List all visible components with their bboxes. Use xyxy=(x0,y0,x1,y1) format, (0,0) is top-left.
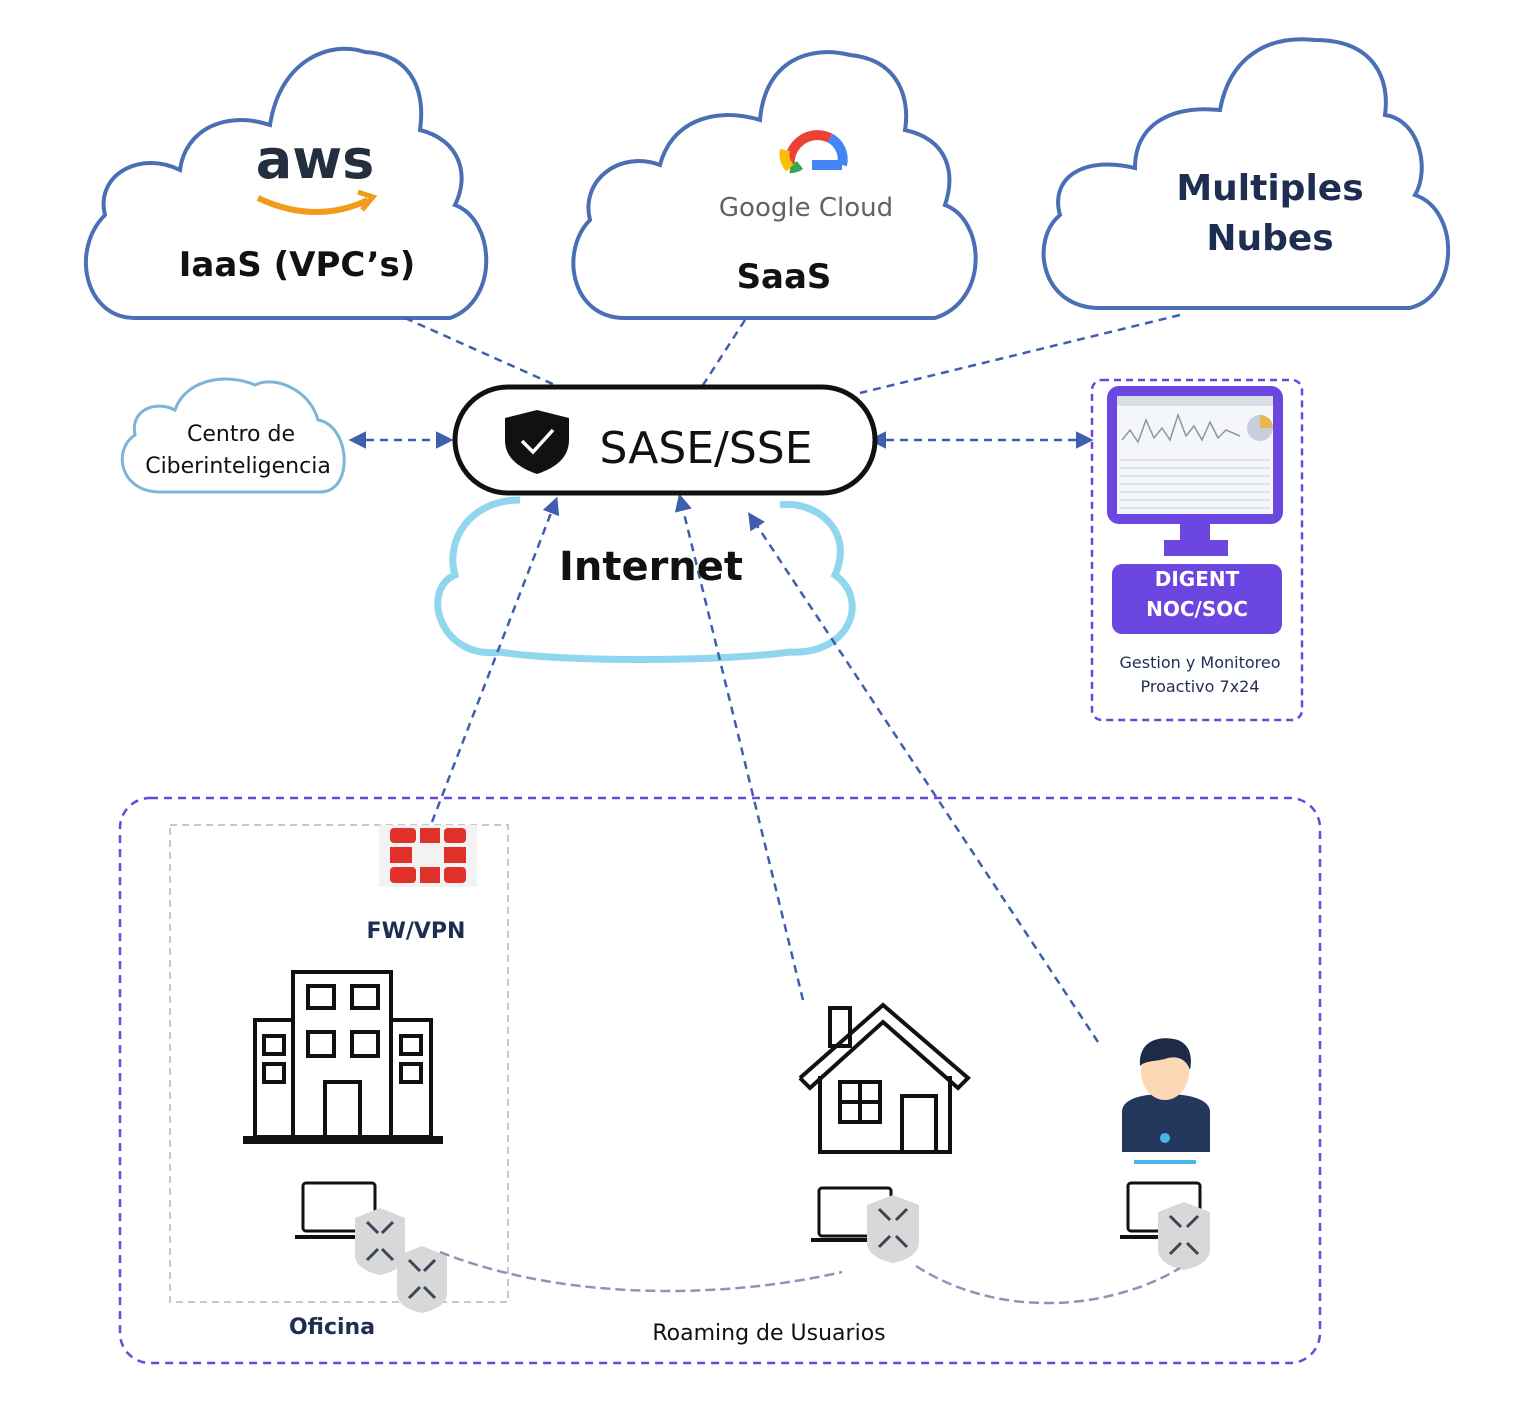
office-router-2-icon xyxy=(397,1246,447,1313)
fortinet-firewall-icon xyxy=(379,825,477,887)
aws-cloud xyxy=(83,46,489,320)
multi-sase-link xyxy=(859,313,1181,395)
noc-caption-line2: Proactivo 7x24 xyxy=(1140,677,1259,696)
multiples-label-line1: Multiples xyxy=(1176,168,1363,209)
multiples-label-line2: Nubes xyxy=(1206,218,1333,259)
cyber-label-line2: Ciberinteligencia xyxy=(145,454,331,479)
office-label: Oficina xyxy=(289,1315,375,1340)
noc-caption-line1: Gestion y Monitoreo xyxy=(1120,653,1281,672)
aws-sase-link xyxy=(404,316,556,387)
google-cloud xyxy=(571,50,978,320)
office-building-icon xyxy=(243,970,443,1144)
google-cloud-logo-text: Google Cloud xyxy=(719,193,893,223)
multiples-nubes-cloud xyxy=(1041,37,1451,310)
fw-vpn-label: FW/VPN xyxy=(367,919,466,944)
google-cloud-icon xyxy=(779,130,848,174)
office-sase-link xyxy=(430,496,560,823)
shield-check-icon xyxy=(505,410,569,474)
aws-logo: aws xyxy=(256,128,374,191)
home-sase-link xyxy=(674,493,805,1001)
home-router-icon xyxy=(867,1195,919,1263)
roaming-paths xyxy=(439,1250,1181,1305)
noc-button-line2: NOC/SOC xyxy=(1146,597,1248,621)
home-icon xyxy=(798,1002,971,1154)
internet-cloud xyxy=(434,496,856,663)
aws-arrow-icon xyxy=(357,189,378,212)
roaming-label: Roaming de Usuarios xyxy=(652,1321,885,1346)
google-sase-link xyxy=(701,319,747,386)
remote-user-icon xyxy=(1122,1038,1210,1164)
aws-smile-icon xyxy=(256,195,370,215)
user-router-icon xyxy=(1158,1202,1210,1270)
office-container xyxy=(169,824,509,1303)
cyber-intelligence-cloud xyxy=(120,377,346,494)
google-cloud-label: SaaS xyxy=(737,257,832,297)
users-container xyxy=(118,796,1322,1365)
connectors xyxy=(348,313,1181,1043)
aws-cloud-label: IaaS (VPC’s) xyxy=(179,245,416,285)
noc-button-line1: DIGENT xyxy=(1155,567,1240,591)
noc-soc-button[interactable] xyxy=(1112,564,1282,634)
sase-label: SASE/SSE xyxy=(599,423,812,474)
office-router-icon xyxy=(355,1208,405,1275)
noc-container xyxy=(1090,378,1304,722)
user-sase-link xyxy=(748,512,1100,1043)
monitor-icon xyxy=(1107,386,1283,556)
internet-label: Internet xyxy=(559,544,743,590)
cyber-label-line1: Centro de xyxy=(187,422,295,447)
sase-pill xyxy=(452,384,878,496)
